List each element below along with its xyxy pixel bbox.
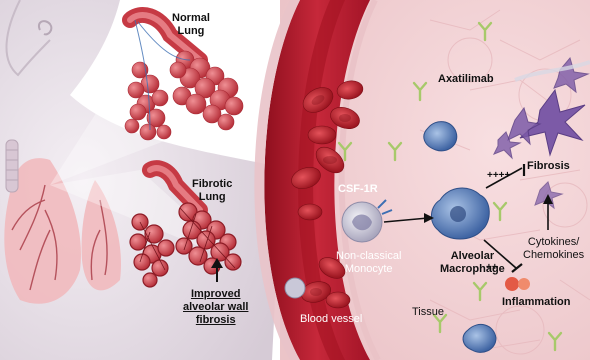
improved-fibrosis-label: Improved alveolar wall fibrosis (183, 288, 248, 327)
plus2-label: ++ (486, 262, 498, 273)
normal-lung-label: Normal Lung (172, 12, 210, 38)
monocyte-label: Non-classical Monocyte (336, 250, 401, 276)
inflammation-label: Inflammation (502, 296, 570, 308)
fibrosis-label: Fibrosis (527, 160, 570, 172)
csf1r-label: CSF-1R (338, 183, 378, 195)
cytokines-label: Cytokines/ Chemokines (523, 236, 584, 262)
axatilimab-label: Axatilimab (438, 73, 494, 85)
blood-vessel-label: Blood vessel (300, 313, 362, 325)
fibrotic-lung-label: Fibrotic Lung (192, 178, 232, 204)
tissue-label: Tissue (412, 306, 444, 318)
small-monocyte (285, 278, 305, 298)
plus4-label: ++++ (487, 170, 510, 181)
